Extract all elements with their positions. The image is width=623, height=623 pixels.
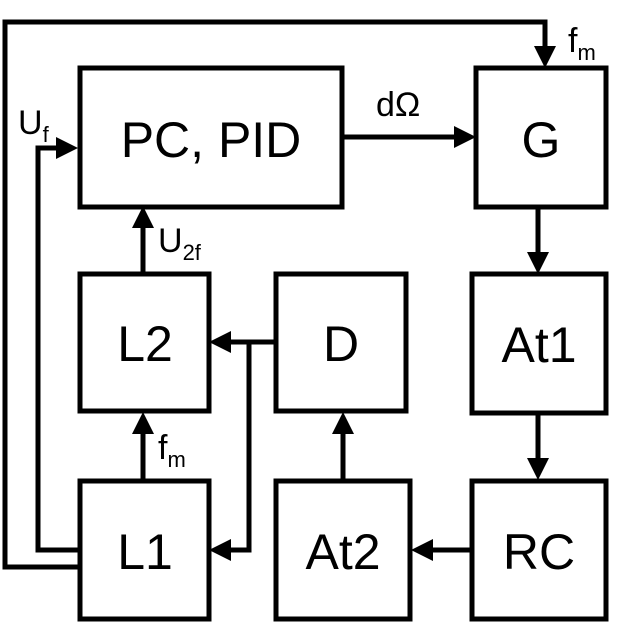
block-l2: L2: [77, 271, 212, 414]
block-at1-label: At1: [501, 317, 576, 373]
block-pc-pid: PC, PID: [77, 65, 345, 210]
arrowhead-into-pc-left: [56, 137, 78, 159]
arrowhead-into-at2: [411, 539, 433, 561]
wire-l1-to-g-outer-loop: [2, 19, 548, 570]
arrowhead-into-g-top: [534, 46, 556, 68]
block-at1: At1: [469, 271, 609, 416]
signal-label-d-omega: dΩ: [376, 86, 420, 124]
block-pc-pid-label: PC, PID: [121, 112, 302, 168]
arrowhead-into-g-left: [454, 126, 476, 148]
blocks: PC, PID G L2 D At1 L1 At2 RC: [77, 65, 609, 622]
connections: [2, 19, 556, 570]
block-at2: At2: [273, 478, 413, 622]
block-l1: L1: [77, 478, 212, 622]
block-at2-label: At2: [305, 524, 380, 580]
block-rc-label: RC: [503, 524, 575, 580]
signal-label-f-m-mid: fm: [158, 429, 186, 472]
arrowhead-into-at1: [527, 252, 549, 274]
block-d-label: D: [323, 316, 359, 372]
signal-label-f-m-top: fm: [568, 22, 596, 65]
arrowhead-into-l1-right: [209, 539, 231, 561]
block-l2-label: L2: [117, 316, 173, 372]
block-rc: RC: [469, 478, 609, 622]
block-g: G: [473, 65, 609, 210]
arrowhead-into-l2: [209, 331, 231, 353]
wire-l1-to-pc: [35, 145, 80, 553]
block-g-label: G: [522, 112, 561, 168]
signal-label-u-f: Uf: [18, 104, 50, 147]
arrowhead-into-pc-bottom: [132, 206, 154, 228]
arrowhead-into-d: [332, 412, 354, 434]
signal-labels: Uf dΩ fm U2f fm: [18, 22, 596, 472]
wire-d-split-to-l1: [226, 342, 252, 553]
block-l1-label: L1: [117, 524, 173, 580]
arrowhead-into-l2-bottom: [132, 412, 154, 434]
block-d: D: [273, 271, 409, 414]
arrowhead-into-rc: [527, 458, 549, 480]
signal-label-u-2f: U2f: [158, 222, 202, 265]
